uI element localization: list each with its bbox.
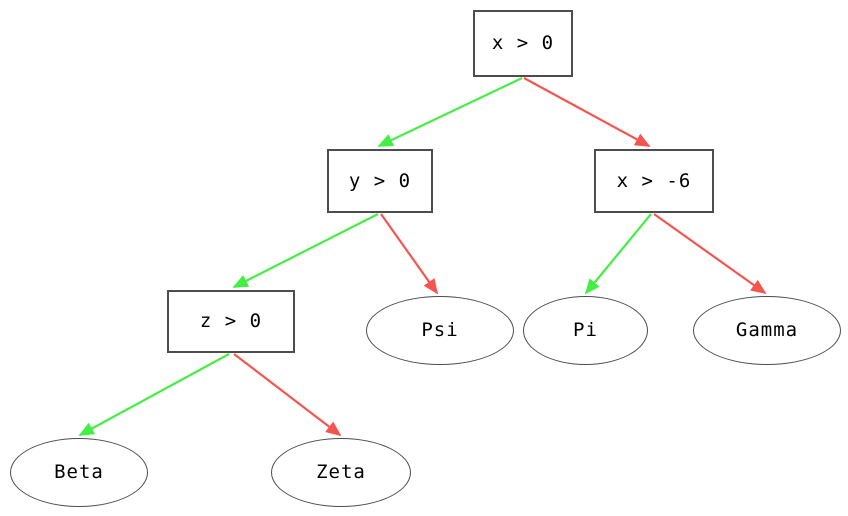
tree-edge-false	[380, 213, 439, 295]
tree-edge-true	[232, 213, 379, 288]
edges-group	[78, 77, 767, 437]
node-label: Beta	[54, 461, 104, 483]
tree-edge-false	[523, 77, 651, 147]
node-label: x > -6	[616, 169, 692, 192]
tree-edge-false	[233, 353, 342, 437]
tree-edge-true	[584, 213, 652, 295]
tree-edge-true	[78, 353, 230, 436]
node-label: Psi	[421, 319, 459, 341]
decision-node-y_node[interactable]: y > 0	[327, 149, 433, 213]
node-label: Pi	[573, 319, 598, 341]
leaf-node-gamma[interactable]: Gamma	[693, 296, 841, 365]
node-label: x > 0	[491, 32, 555, 54]
leaf-node-zeta[interactable]: Zeta	[271, 438, 411, 507]
tree-edge-false	[653, 213, 767, 295]
node-label: Gamma	[735, 319, 799, 341]
decision-node-x6_node[interactable]: x > -6	[594, 149, 714, 213]
leaf-node-pi[interactable]: Pi	[523, 296, 648, 365]
leaf-node-psi[interactable]: Psi	[366, 296, 514, 365]
decision-node-z_node[interactable]: z > 0	[167, 290, 295, 353]
tree-edge-true	[377, 77, 523, 147]
node-label: z > 0	[199, 310, 263, 332]
node-label: y > 0	[348, 169, 412, 192]
decision-node-root[interactable]: x > 0	[473, 10, 573, 77]
node-label: Zeta	[316, 461, 366, 483]
leaf-node-beta[interactable]: Beta	[10, 438, 148, 507]
